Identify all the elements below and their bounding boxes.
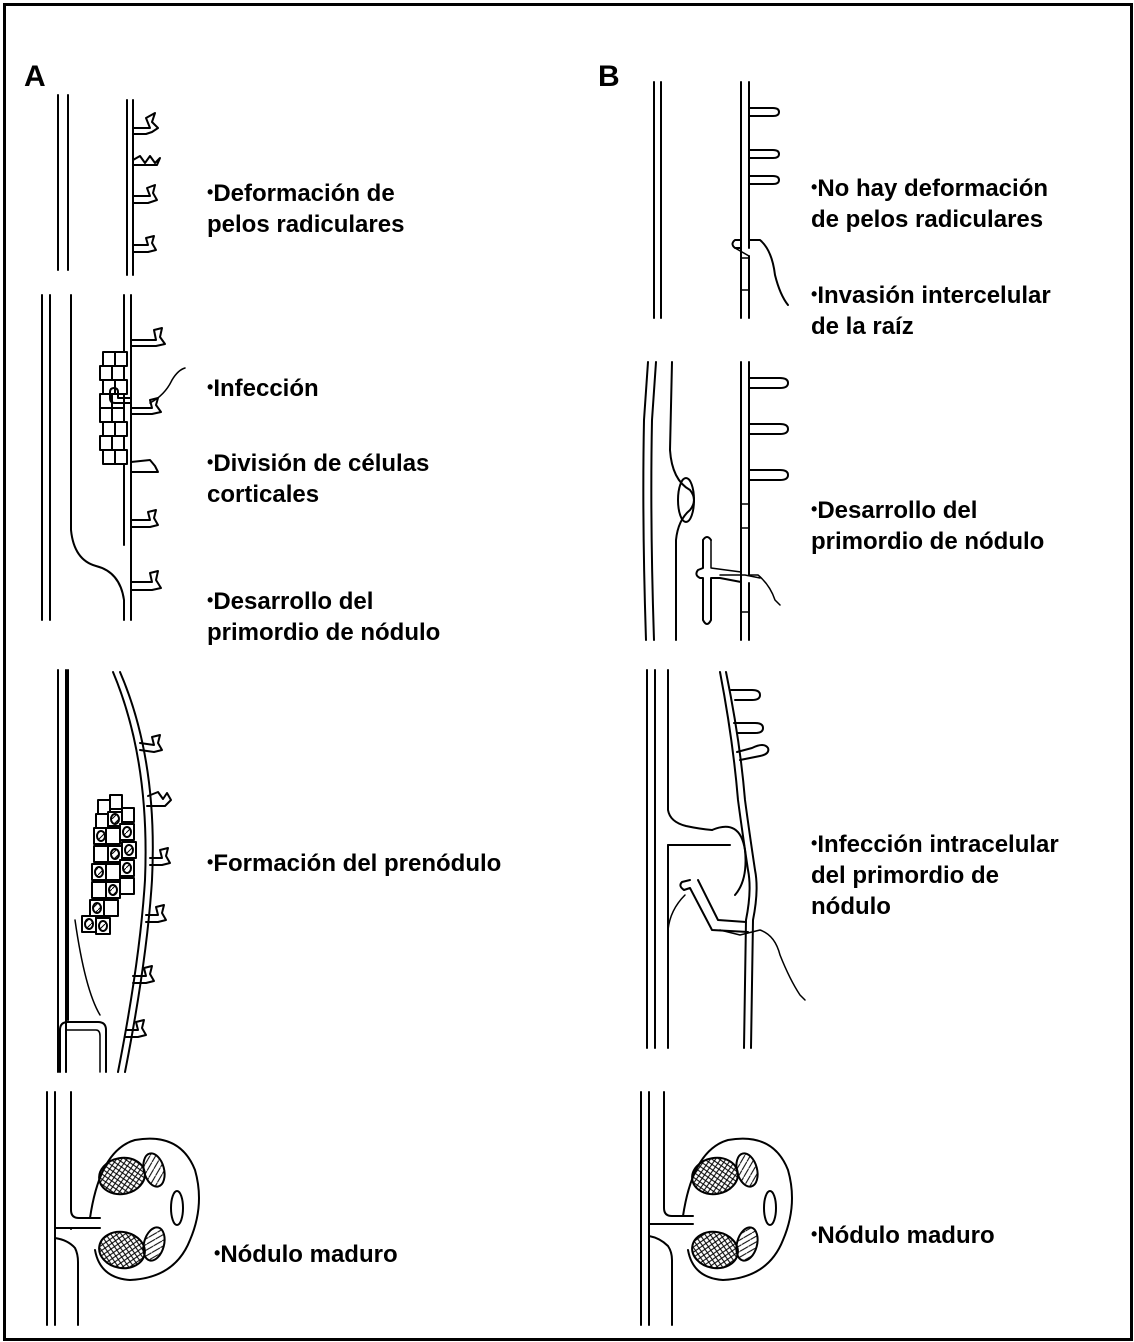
- label-line: primordio de nódulo: [207, 619, 440, 646]
- drawing-a4-mature-nodule: [47, 1092, 199, 1325]
- label-line: del primordio de: [811, 862, 999, 889]
- bullet: •: [811, 177, 817, 197]
- label-line: División de células: [213, 450, 429, 477]
- label-line: Deformación de: [213, 180, 394, 207]
- label-line: pelos radiculares: [207, 211, 404, 238]
- bullet: •: [207, 590, 213, 610]
- label-line: primordio de nódulo: [811, 528, 1044, 555]
- label-b-no-deformation: •No hay deformación de pelos radiculares: [811, 173, 1048, 235]
- bullet: •: [207, 852, 213, 872]
- bullet: •: [207, 377, 213, 397]
- drawing-a1-root-hair-deformation: [58, 95, 160, 275]
- drawing-b1-intercellular-invasion: [654, 82, 788, 318]
- bullet: •: [811, 499, 817, 519]
- label-line: Formación del prenódulo: [213, 850, 501, 877]
- drawing-b4-mature-nodule: [641, 1092, 792, 1325]
- label-a-cortical-division: •División de células corticales: [207, 448, 429, 510]
- label-b-mature-nodule: •Nódulo maduro: [811, 1220, 995, 1251]
- bullet: •: [214, 1243, 220, 1263]
- drawing-b3-intracellular-infection: [647, 670, 805, 1048]
- bullet: •: [207, 452, 213, 472]
- bullet: •: [811, 833, 817, 853]
- label-line: Nódulo maduro: [817, 1222, 994, 1249]
- drawing-b2-primordium: [643, 362, 788, 640]
- drawing-a2-infection: [42, 295, 185, 620]
- label-line: Desarrollo del: [817, 497, 977, 524]
- label-line: Invasión intercelular: [817, 282, 1050, 309]
- label-a-infection: •Infección: [207, 373, 319, 404]
- label-b-intracellular-infection: •Infección intracelular del primordio de…: [811, 829, 1059, 922]
- bullet: •: [207, 182, 213, 202]
- bullet: •: [811, 284, 817, 304]
- label-line: Nódulo maduro: [220, 1241, 397, 1268]
- label-line: de pelos radiculares: [811, 206, 1043, 233]
- panel-letter-b: B: [598, 60, 620, 94]
- bullet: •: [811, 1224, 817, 1244]
- label-a-mature-nodule: •Nódulo maduro: [214, 1239, 398, 1270]
- label-a-prenodule: •Formación del prenódulo: [207, 848, 501, 879]
- label-line: Infección intracelular: [817, 831, 1058, 858]
- label-line: nódulo: [811, 893, 891, 920]
- label-line: No hay deformación: [817, 175, 1048, 202]
- label-b-intercellular-invasion: •Invasión intercelular de la raíz: [811, 280, 1051, 342]
- label-a-primordium: •Desarrollo del primordio de nódulo: [207, 586, 440, 648]
- panel-letter-a: A: [24, 60, 46, 94]
- label-b-primordium: •Desarrollo del primordio de nódulo: [811, 495, 1044, 557]
- label-line: Desarrollo del: [213, 588, 373, 615]
- label-line: corticales: [207, 481, 319, 508]
- label-a-hair-deformation: •Deformación de pelos radiculares: [207, 178, 404, 240]
- label-line: de la raíz: [811, 313, 914, 340]
- label-line: Infección: [213, 375, 318, 402]
- drawing-a3-prenodule: [58, 670, 171, 1072]
